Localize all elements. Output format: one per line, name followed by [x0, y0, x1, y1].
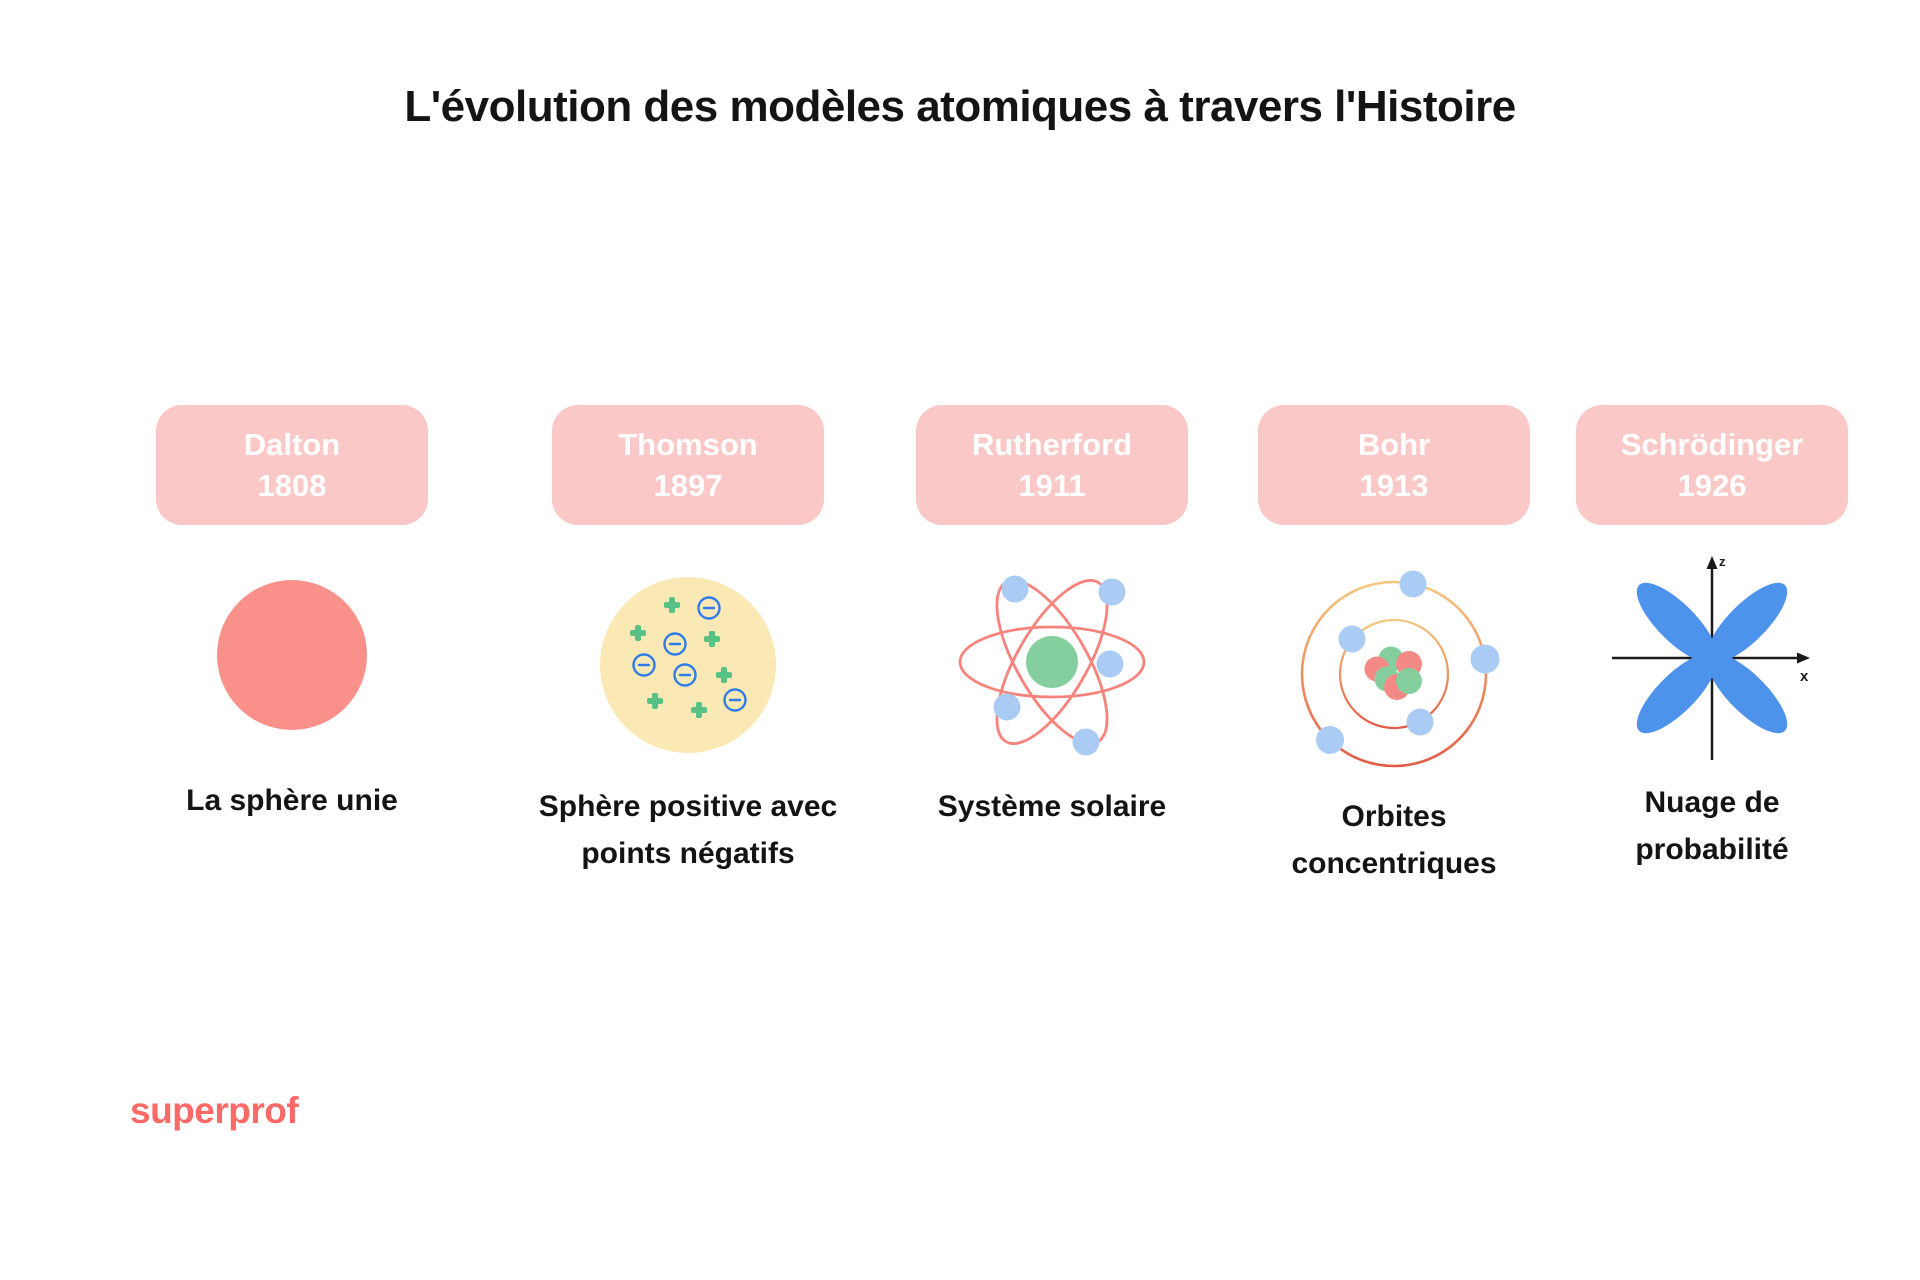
- x-axis-label: x: [1800, 668, 1809, 685]
- model-year: 1897: [653, 468, 723, 503]
- planetary-atom-icon: [958, 575, 1146, 756]
- probability-cloud-icon: z x: [1612, 554, 1810, 760]
- model-name: Dalton: [243, 427, 341, 462]
- concentric-orbits-icon: [1300, 570, 1500, 768]
- minus-charges: [632, 596, 747, 712]
- model-name: Bohr: [1357, 427, 1431, 462]
- column-thomson: Thomson 1897: [508, 405, 868, 925]
- model-caption: Sphère positive avec points négatifs: [538, 790, 838, 870]
- model-name: Rutherford: [971, 427, 1133, 462]
- nucleus: [1026, 636, 1078, 688]
- orbital-lobes: [1636, 582, 1788, 734]
- model-year: 1808: [257, 468, 327, 503]
- rutherford-model-illustration: [952, 562, 1152, 767]
- schrodinger-model-illustration: z x: [1607, 548, 1817, 773]
- page-title: L'évolution des modèles atomiques à trav…: [404, 82, 1516, 131]
- model-caption: Orbites concentriques: [1291, 800, 1497, 880]
- model-caption: Nuage de probabilité: [1635, 786, 1789, 866]
- axis-arrowheads: [1706, 556, 1810, 664]
- model-card-bohr: Bohr 1913: [1258, 405, 1530, 525]
- solid-sphere-icon: [217, 580, 367, 730]
- model-card-dalton: Dalton 1808: [156, 405, 428, 525]
- thomson-model-illustration: [598, 575, 778, 760]
- nucleus-cluster: [1364, 646, 1422, 700]
- model-name: Thomson: [618, 427, 758, 462]
- model-card-schrodinger: Schrödinger 1926: [1576, 405, 1848, 525]
- z-axis-label: z: [1719, 554, 1726, 569]
- bohr-model-illustration: [1284, 566, 1504, 791]
- electrons: [993, 575, 1126, 756]
- column-dalton: Dalton 1808 La sphère unie: [112, 405, 472, 925]
- electrons: [1316, 570, 1500, 754]
- plum-pudding-icon: [600, 577, 776, 753]
- model-year: 1911: [1018, 468, 1086, 503]
- brand-logo: superprof: [130, 1090, 299, 1131]
- model-name: Schrödinger: [1620, 427, 1804, 462]
- dalton-model-illustration: [217, 580, 367, 730]
- model-card-rutherford: Rutherford 1911: [916, 405, 1188, 525]
- model-year: 1926: [1677, 468, 1747, 503]
- plus-charges: [630, 597, 732, 718]
- column-bohr: Bohr 1913: [1214, 405, 1574, 925]
- model-card-thomson: Thomson 1897: [552, 405, 824, 525]
- orbit-rings: [1300, 580, 1488, 768]
- model-caption: La sphère unie: [186, 784, 398, 817]
- model-year: 1913: [1359, 468, 1429, 503]
- model-caption: Système solaire: [937, 790, 1167, 823]
- column-rutherford: Rutherford 1911 Système sola: [872, 405, 1232, 925]
- column-schrodinger: Schrödinger 1926 z: [1532, 405, 1892, 925]
